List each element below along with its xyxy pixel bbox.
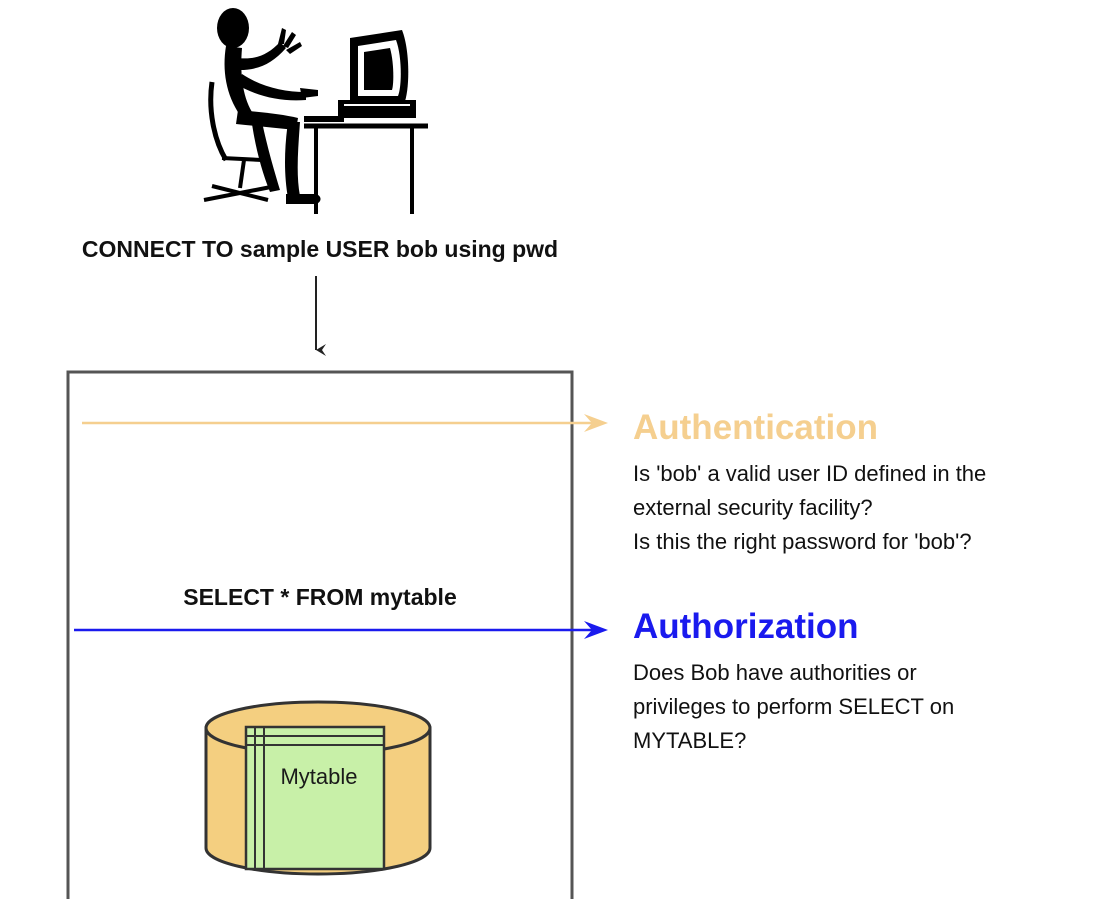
authorization-line: Does Bob have authorities or — [633, 660, 917, 685]
user-at-computer-icon — [203, 8, 428, 214]
authorization-line: privileges to perform SELECT on — [633, 694, 955, 719]
authorization-line: MYTABLE? — [633, 728, 747, 753]
authentication-line: external security facility? — [633, 495, 873, 520]
connect-statement: CONNECT TO sample USER bob using pwd — [81, 236, 559, 262]
authorization-title: Authorization — [633, 607, 859, 646]
table-label: Mytable — [280, 764, 358, 789]
authentication-arrow — [82, 414, 608, 432]
select-statement: SELECT * FROM mytable — [183, 584, 457, 610]
table-icon — [244, 725, 386, 871]
authentication-description: Is 'bob' a valid user ID defined in the … — [633, 457, 986, 559]
authorization-arrow — [74, 621, 608, 639]
authentication-line: Is 'bob' a valid user ID defined in the — [633, 461, 987, 486]
authentication-title: Authentication — [633, 408, 878, 447]
authorization-description: Does Bob have authorities or privileges … — [633, 656, 954, 758]
authentication-line: Is this the right password for 'bob'? — [633, 529, 972, 554]
database-server-box — [66, 370, 574, 899]
